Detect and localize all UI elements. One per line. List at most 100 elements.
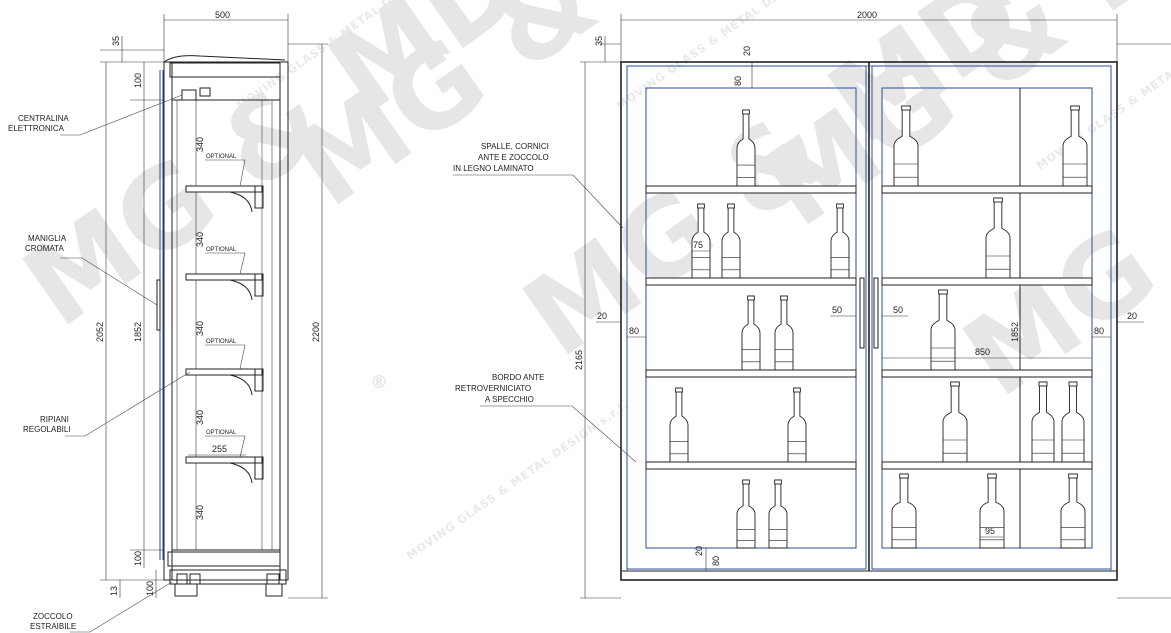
optional-tag-2: OPTIONAL	[205, 247, 246, 275]
bottle-cap	[950, 381, 960, 387]
dim-shelf-gap-2: 340	[195, 232, 205, 247]
bottle-cap	[1068, 473, 1078, 479]
svg-text:ANTE E ZOCCOLO: ANTE E ZOCCOLO	[478, 153, 549, 162]
dim-foot: 13	[109, 586, 119, 596]
bottle	[1061, 381, 1085, 463]
side-bottom-unit	[167, 551, 281, 567]
bottle	[985, 197, 1011, 279]
front-view: 2000 35 20 80 20 80 2165 20 80 50 50 850…	[453, 10, 1171, 599]
svg-text:A SPECCHIO: A SPECCHIO	[485, 395, 534, 404]
bottle	[721, 203, 741, 279]
svg-text:SPALLE, CORNICI: SPALLE, CORNICI	[481, 142, 549, 151]
side-leveler-2	[265, 583, 283, 597]
side-leveler-1	[174, 583, 198, 597]
bottle	[691, 203, 711, 279]
bottle-cap	[901, 105, 911, 111]
dim-handle-left: 50	[832, 305, 842, 315]
front-shelf-left-2	[645, 277, 857, 286]
bottle-cap	[899, 473, 909, 479]
side-plinth	[169, 569, 287, 585]
bottle	[774, 295, 794, 371]
dim-bottom-frame: 20	[694, 546, 704, 556]
side-foot-3	[266, 573, 280, 585]
dim-front-inner-height: 1852	[1010, 322, 1020, 342]
dim-left-inner: 80	[629, 326, 639, 336]
front-shelf-left-4	[645, 461, 857, 470]
side-top-curve	[163, 55, 286, 63]
front-shelf-right-3	[881, 369, 1093, 378]
optional-tag-1: OPTIONAL	[205, 154, 246, 187]
watermark-registered: ®	[370, 372, 388, 393]
bottle	[942, 381, 968, 463]
bottle	[893, 105, 919, 187]
front-shelf-right-2	[881, 277, 1093, 286]
dim-shelf-depth: 255	[212, 444, 227, 454]
side-foot-2	[189, 573, 201, 585]
dim-top-inner: 80	[733, 76, 743, 86]
dim-bottle-75: 75	[693, 240, 703, 250]
dim-front-top-offset: 35	[594, 36, 604, 46]
optional-label: OPTIONAL	[206, 247, 237, 253]
optional-label: OPTIONAL	[206, 339, 237, 345]
bottle-cap	[1070, 105, 1080, 111]
callout-door-edge: BORDO ANTE RETROVERNICIATO A SPECCHIO	[455, 373, 637, 463]
bottle-cap	[727, 203, 735, 209]
bottle-cap	[993, 197, 1003, 203]
dim-left-frame: 20	[597, 311, 607, 321]
svg-text:ESTRAIBILE: ESTRAIBILE	[30, 622, 76, 631]
bottle-cap	[742, 479, 750, 485]
dim-plinth: 100	[145, 581, 155, 596]
dim-front-total-height: 2165	[574, 350, 584, 370]
bottle-cap	[675, 387, 683, 393]
bottle	[768, 479, 788, 549]
side-controller-box	[181, 89, 197, 101]
watermark-company: MOVING GLASS & METAL DESIGN s.r.l.	[404, 398, 631, 562]
front-shelf-left-1	[645, 185, 857, 194]
dim-shelf-gap-3: 340	[195, 321, 205, 336]
bottle	[741, 295, 761, 371]
front-shelf-left-3	[645, 369, 857, 378]
dim-total-height: 2200	[311, 322, 321, 342]
bottle-cap	[697, 203, 705, 209]
dim-shelf-gap-5: 340	[195, 505, 205, 520]
dim-shelf-width: 850	[975, 347, 990, 357]
svg-text:RIPIANI: RIPIANI	[40, 415, 69, 424]
svg-text:REGOLABILI: REGOLABILI	[23, 425, 71, 434]
dim-bottle-95: 95	[985, 526, 995, 536]
svg-text:IN LEGNO LAMINATO: IN LEGNO LAMINATO	[453, 164, 534, 173]
bottle-cap	[747, 295, 755, 301]
side-controller-box-2	[199, 87, 211, 97]
svg-text:ELETTRONICA: ELETTRONICA	[8, 124, 65, 133]
front-left-door-outline	[626, 65, 867, 570]
optional-label: OPTIONAL	[206, 154, 237, 160]
side-shelf-3	[185, 368, 264, 396]
bottle-cap	[793, 387, 801, 393]
watermark-registered: ®	[485, 1, 503, 22]
bottles	[669, 105, 1088, 549]
front-shelf-right-4	[881, 461, 1093, 470]
svg-text:CENTRALINA: CENTRALINA	[18, 114, 69, 123]
callout-frame-material: SPALLE, CORNICI ANTE E ZOCCOLO IN LEGNO …	[453, 142, 624, 229]
side-foot-1	[176, 573, 188, 585]
bottle	[1062, 105, 1088, 187]
bottle	[1031, 381, 1055, 463]
optional-label: OPTIONAL	[206, 430, 237, 436]
bottle	[669, 387, 689, 463]
svg-text:BORDO ANTE: BORDO ANTE	[492, 373, 544, 382]
bottle	[736, 479, 756, 549]
side-shelf-4	[185, 456, 264, 484]
dim-side-width: 500	[215, 10, 230, 20]
svg-text:RETROVERNICIATO: RETROVERNICIATO	[455, 384, 531, 393]
optional-tag-4: OPTIONAL	[205, 430, 246, 458]
dim-front-width: 2000	[857, 10, 877, 20]
bottle-cap	[1068, 381, 1078, 387]
side-cabinet-outline	[163, 61, 289, 581]
dim-overall-height: 2052	[95, 322, 105, 342]
callout-controller: CENTRALINA ELETTRONICA	[8, 94, 183, 136]
dim-door-height: 1852	[133, 322, 143, 342]
side-shelf-2	[185, 273, 264, 301]
bottle	[979, 473, 1005, 549]
bottle	[891, 473, 917, 549]
side-view: OPTIONAL OPTIONAL OPTIONAL OPTIONAL 340 …	[8, 10, 328, 633]
dim-side-top-offset: 35	[111, 36, 121, 46]
